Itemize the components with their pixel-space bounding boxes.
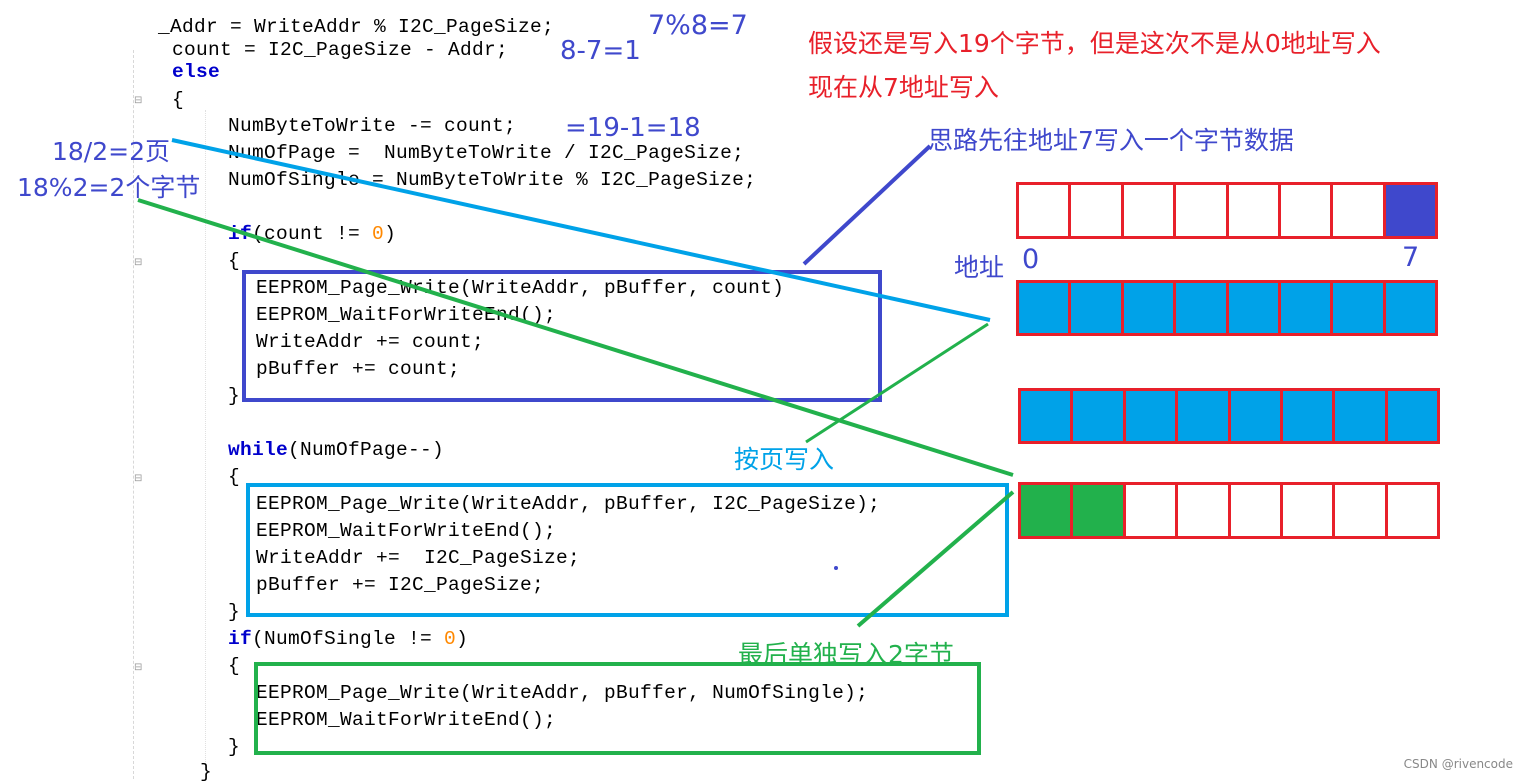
code-line-addr: _Addr = WriteAddr % I2C_PageSize;: [158, 16, 555, 38]
connector-pages-line: [171, 138, 991, 322]
memory-cell-filled: [1385, 283, 1435, 333]
connector-page-write-line: [805, 322, 989, 444]
memory-cell-filled: [1021, 485, 1074, 536]
memory-cell-filled: [1125, 391, 1179, 441]
first-byte-box: [242, 270, 882, 402]
code-line-pbuffer-pagesize: pBuffer += I2C_PageSize;: [256, 574, 545, 596]
annotation-idea: 思路先往地址7写入一个字节数据: [928, 126, 1294, 155]
annotation-page-write: 按页写入: [734, 445, 835, 474]
editor-gutter: [133, 50, 135, 779]
code-line-writeaddr-count: WriteAddr += count;: [256, 331, 485, 353]
memory-cell: [1335, 485, 1388, 536]
code-line-brace: {: [228, 655, 241, 677]
code-line-brace: }: [200, 761, 213, 783]
memory-cell: [1124, 185, 1177, 236]
code-line-brace: }: [228, 385, 241, 407]
code-line-wait: EEPROM_WaitForWriteEnd();: [256, 520, 557, 542]
memory-cell-filled: [1019, 283, 1072, 333]
annotation-single-calc: 18%2=2个字节: [17, 173, 201, 202]
memory-cell-filled: [1071, 283, 1124, 333]
annotation-pages-calc: 18/2=2页: [52, 137, 170, 166]
code-line-pbuffer-count: pBuffer += count;: [256, 358, 461, 380]
memory-cell-filled: [1021, 391, 1074, 441]
memory-cell-filled: [1387, 391, 1437, 441]
code-line-page-write-single: EEPROM_Page_Write(WriteAddr, pBuffer, Nu…: [256, 682, 869, 704]
code-line-else: else: [172, 61, 221, 83]
code-line-while: while(NumOfPage--): [228, 439, 445, 461]
memory-cell-filled: [1228, 283, 1281, 333]
code-line-writeaddr-pagesize: WriteAddr += I2C_PageSize;: [256, 547, 581, 569]
fold-marker[interactable]: ⊟: [134, 257, 143, 268]
code-line-brace: {: [228, 250, 241, 272]
watermark: CSDN @rivencode: [1403, 757, 1513, 771]
annotation-scenario-line2: 现在从7地址写入: [808, 73, 999, 102]
code-line-count: count = I2C_PageSize - Addr;: [172, 39, 509, 61]
single-write-box: [254, 662, 981, 755]
connector-final-line: [856, 490, 1015, 628]
memory-cell-filled: [1335, 391, 1388, 441]
memory-cell: [1283, 485, 1336, 536]
memory-row-1: [1016, 182, 1438, 239]
memory-row-2: [1016, 280, 1438, 336]
memory-cell-filled: [1178, 391, 1231, 441]
memory-cell-filled: [1230, 391, 1283, 441]
connector-single-line: [137, 198, 1014, 477]
memory-cell: [1229, 185, 1281, 236]
dot-marker: [834, 566, 838, 570]
memory-cell-filled: [1282, 391, 1336, 441]
page-write-box: [246, 483, 1009, 617]
memory-cell: [1178, 485, 1231, 536]
fold-marker[interactable]: ⊟: [134, 473, 143, 484]
code-line-numbyte: NumByteToWrite -= count;: [228, 115, 517, 137]
annotation-final-single: 最后单独写入2字节: [738, 640, 954, 669]
memory-cell: [1281, 185, 1334, 236]
annotation-numbyte-calc: =19-1=18: [565, 113, 701, 143]
address-label: 地址: [954, 253, 1005, 282]
code-line-brace: }: [228, 601, 241, 623]
fold-marker[interactable]: ⊟: [134, 95, 143, 106]
memory-cell-filled: [1176, 283, 1229, 333]
memory-cell: [1176, 185, 1229, 236]
memory-cell-filled: [1073, 391, 1126, 441]
code-line-wait: EEPROM_WaitForWriteEnd();: [256, 709, 557, 731]
annotation-count-calc: 8-7=1: [560, 36, 641, 66]
connector-idea-line: [802, 144, 932, 266]
memory-cell-filled: [1385, 185, 1435, 236]
code-line-brace: {: [228, 466, 241, 488]
code-line-brace: }: [228, 736, 241, 758]
address-0-label: 0: [1022, 244, 1040, 275]
code-line-if-single: if(NumOfSingle != 0): [228, 628, 469, 650]
fold-marker[interactable]: ⊟: [134, 662, 143, 673]
memory-cell: [1071, 185, 1124, 236]
code-line-page-write-pagesize: EEPROM_Page_Write(WriteAddr, pBuffer, I2…: [256, 493, 881, 515]
code-line-brace: {: [172, 89, 185, 111]
indent-guide: [205, 110, 206, 770]
memory-cell: [1231, 485, 1283, 536]
address-7-label: 7: [1402, 242, 1420, 273]
memory-cell-filled: [1333, 283, 1386, 333]
annotation-addr-calc: 7%8=7: [648, 10, 748, 41]
memory-row-4: [1018, 482, 1440, 539]
memory-cell-filled: [1280, 283, 1334, 333]
memory-cell: [1333, 185, 1386, 236]
memory-cell: [1019, 185, 1072, 236]
memory-cell: [1126, 485, 1179, 536]
annotation-scenario-line1: 假设还是写入19个字节，但是这次不是从0地址写入: [808, 29, 1381, 58]
memory-row-3: [1018, 388, 1440, 444]
memory-cell-filled: [1123, 283, 1177, 333]
memory-cell-filled: [1073, 485, 1126, 536]
